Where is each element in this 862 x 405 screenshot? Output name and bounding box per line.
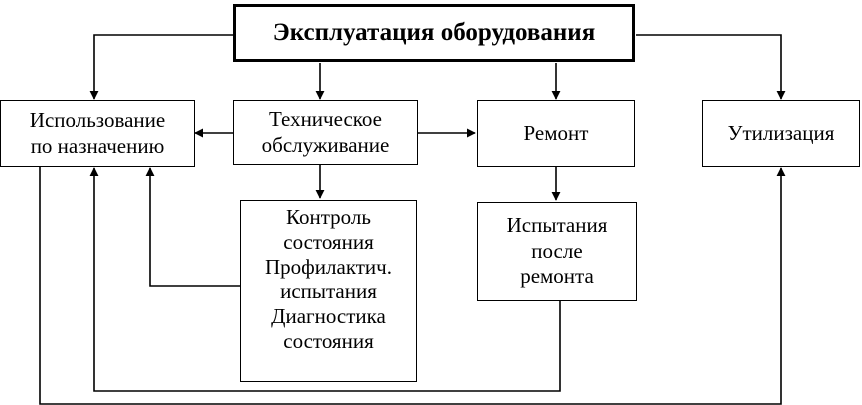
tests-item: после: [531, 238, 583, 263]
checks-item: Диагностика: [271, 304, 386, 329]
checks-node: Контроль состояния Профилактич. испытани…: [240, 200, 417, 382]
tests-item: ремонта: [520, 264, 594, 289]
repair-node: Ремонт: [477, 100, 635, 167]
tests-node: Испытания после ремонта: [477, 202, 637, 301]
arrow-use-to-disposal: [39, 167, 786, 405]
repair-label: Ремонт: [523, 121, 589, 146]
disposal-node: Утилизация: [702, 100, 860, 167]
maintenance-node: Техническое обслуживание: [233, 100, 418, 165]
maintenance-label-line1: Техническое: [269, 106, 382, 131]
arrow-tests-to-use: [89, 167, 561, 392]
maintenance-label-line2: обслуживание: [261, 132, 390, 157]
use-label-line2: по назначению: [30, 133, 165, 158]
tests-item: Испытания: [506, 213, 608, 238]
checks-item: Профилактич.: [265, 254, 392, 279]
checks-item: Контроль: [286, 205, 371, 229]
checks-item: состояния: [283, 229, 374, 254]
title-box: Эксплуатация оборудования: [233, 4, 640, 67]
checks-item: испытания: [280, 279, 377, 304]
disposal-label: Утилизация: [727, 121, 835, 146]
use-node: Использование по назначению: [0, 100, 195, 167]
arrow-title-to-disposal: [636, 34, 786, 100]
checks-item: состояния: [283, 328, 374, 353]
arrow-title-to-use: [89, 34, 237, 100]
title-label: Эксплуатация оборудования: [272, 18, 596, 46]
arrow-checks-to-use: [145, 167, 240, 287]
use-label-line1: Использование: [29, 107, 166, 132]
